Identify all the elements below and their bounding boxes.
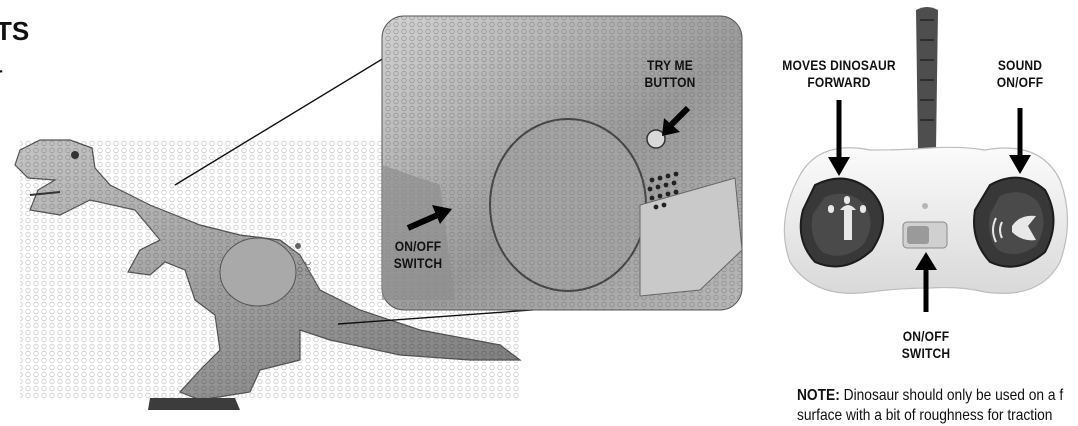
moves-forward-label: MOVES DINOSAUR FORWARD [776,57,902,91]
note-prefix: NOTE: [797,387,840,404]
remote-control-image [784,7,1067,293]
note-line-1: Dinosaur should only be used on a f [844,387,1064,404]
on-off-switch-label: ON/OFF SWITCH [390,238,445,272]
try-me-button-label: TRY ME BUTTON [636,57,705,91]
sound-toggle-label: SOUND ON/OFF [987,57,1052,91]
note-line-2: surface with a bit of roughness for trac… [797,406,1078,426]
note-text: NOTE: Dinosaur should only be used on a … [797,386,1078,426]
remote-on-off-switch-label: ON/OFF SWITCH [898,328,955,362]
